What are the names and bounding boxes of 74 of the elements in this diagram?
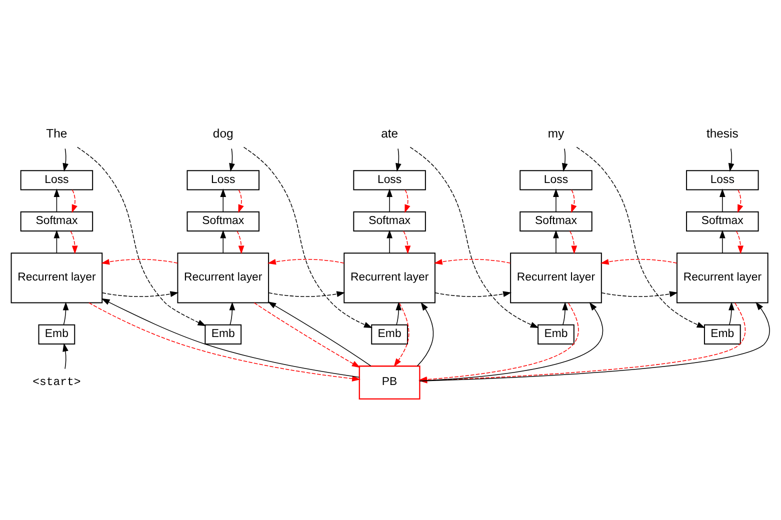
arrow	[553, 188, 559, 212]
arrow	[220, 188, 226, 212]
node-box: Loss	[686, 170, 759, 190]
arrow	[396, 148, 402, 172]
arrow	[394, 302, 410, 367]
arrow	[386, 188, 392, 212]
node-box: Emb	[38, 324, 76, 344]
node-box: Softmax	[520, 211, 592, 232]
arrow	[410, 146, 539, 328]
arrow	[229, 148, 235, 172]
arrow	[601, 291, 678, 297]
arrow	[54, 230, 60, 254]
node-box: Softmax	[686, 211, 759, 232]
arrow	[404, 189, 410, 213]
arrow	[719, 230, 726, 254]
arrow	[243, 146, 372, 328]
arrow	[728, 302, 734, 326]
node-box: Recurrent layer	[177, 252, 270, 304]
arrow	[72, 189, 78, 213]
node-text: thesis	[706, 126, 738, 141]
arrow	[268, 302, 372, 366]
node-text: dog	[212, 126, 234, 141]
arrow	[76, 146, 206, 326]
arrow	[600, 258, 678, 265]
arrow	[254, 302, 360, 368]
arrow	[403, 230, 411, 254]
arrow	[386, 230, 392, 254]
node-box: Recurrent layer	[510, 252, 602, 304]
arrow	[434, 291, 512, 297]
node-box: Recurrent layer	[676, 252, 768, 304]
arrow	[569, 230, 578, 254]
arrow	[571, 189, 577, 213]
node-box: Recurrent layer	[344, 252, 436, 304]
node-box: Loss	[20, 170, 94, 190]
arrow	[719, 188, 726, 212]
node-box: Emb	[204, 324, 242, 344]
node-box: Softmax	[186, 211, 260, 232]
node-box: Emb	[538, 324, 574, 344]
node-box: Emb	[704, 324, 741, 344]
node-box: Loss	[520, 170, 592, 190]
arrow	[220, 230, 226, 254]
arrow	[54, 188, 60, 212]
arrow	[62, 343, 68, 370]
node-box: PB	[358, 366, 420, 400]
node-box: Recurrent layer	[10, 252, 103, 304]
arrow	[576, 146, 706, 328]
arrow	[396, 302, 402, 326]
arrow	[229, 302, 236, 326]
node-text: ate	[381, 126, 398, 141]
arrow	[736, 230, 744, 254]
arrow	[236, 230, 244, 254]
arrow	[562, 148, 568, 172]
node-text: The	[46, 126, 68, 141]
node-box: Softmax	[20, 211, 94, 232]
arrow	[416, 302, 434, 366]
node-text: <start>	[32, 376, 81, 390]
arrow	[562, 302, 568, 326]
node-box: Loss	[353, 170, 426, 190]
arrow	[101, 258, 178, 265]
arrow	[102, 291, 179, 297]
arrow	[62, 148, 68, 172]
node-box: Softmax	[353, 211, 426, 232]
node-box: Emb	[371, 324, 408, 344]
arrow	[62, 302, 69, 326]
arrow	[268, 258, 344, 265]
arrow	[728, 148, 734, 172]
arrow	[268, 291, 346, 297]
node-text: my	[548, 126, 564, 141]
node-box: Loss	[186, 170, 260, 190]
arrow	[738, 189, 744, 213]
arrow	[434, 258, 511, 265]
arrow	[238, 189, 244, 213]
arrow	[70, 230, 78, 254]
arrow	[553, 230, 559, 254]
